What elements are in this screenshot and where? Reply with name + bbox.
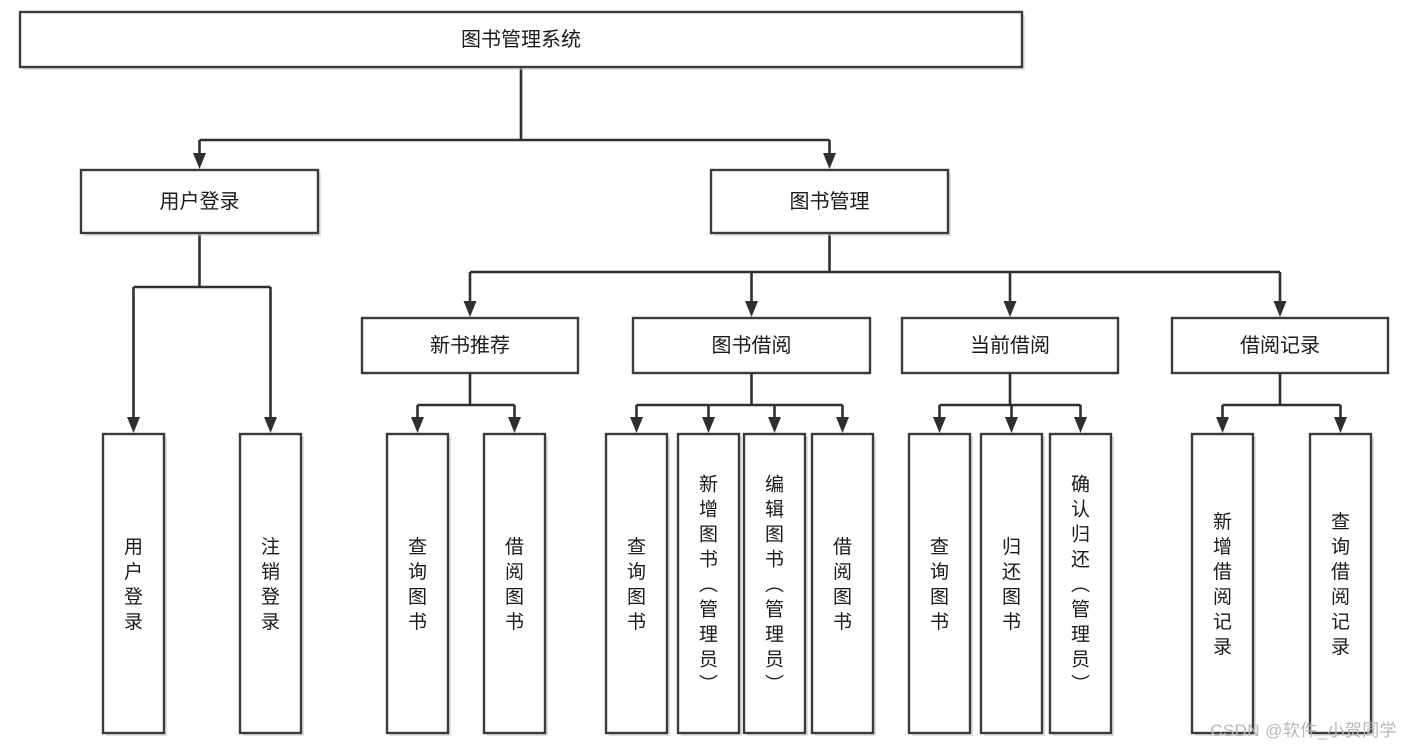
- connector-group-user-login: [127, 233, 277, 433]
- node-borrow-record[interactable]: 借阅记录: [1170, 316, 1390, 375]
- node-rect[interactable]: [1308, 432, 1373, 735]
- node-label: 当前借阅: [970, 334, 1050, 357]
- connector-group-current-borrow: [933, 373, 1087, 433]
- node-label: 图书借阅: [712, 334, 792, 357]
- node-rect[interactable]: [482, 432, 547, 735]
- node-rect[interactable]: [631, 316, 872, 375]
- node-rect[interactable]: [18, 10, 1024, 69]
- node-rect[interactable]: [360, 316, 580, 375]
- node-label: 用户登录: [160, 190, 240, 213]
- node-leaf-return-book[interactable]: 归还图书: [979, 432, 1045, 736]
- node-label: 查询借阅记录: [1331, 511, 1350, 658]
- connector-group-book-manage: [463, 233, 1287, 317]
- connector-group-book-borrow: [630, 373, 849, 433]
- node-leaf-query-book-2[interactable]: 查询图书: [604, 432, 670, 736]
- node-rect[interactable]: [238, 432, 303, 735]
- node-leaf-user-logout[interactable]: 注销登录: [238, 432, 304, 736]
- node-rect[interactable]: [604, 432, 669, 735]
- node-book-manage[interactable]: 图书管理: [709, 168, 951, 236]
- node-rect[interactable]: [907, 432, 972, 735]
- node-label: 图书管理: [790, 190, 870, 213]
- node-rect[interactable]: [79, 168, 320, 235]
- node-rect[interactable]: [709, 168, 950, 235]
- node-rect[interactable]: [1048, 432, 1113, 735]
- node-label: 查询图书: [408, 536, 427, 633]
- connector-group-root: [193, 67, 836, 169]
- node-label: 注销登录: [261, 536, 280, 633]
- node-root[interactable]: 图书管理系统: [18, 10, 1025, 70]
- node-rect[interactable]: [810, 432, 875, 735]
- node-rect[interactable]: [1190, 432, 1255, 735]
- node-leaf-user-login[interactable]: 用户登录: [101, 432, 167, 736]
- node-leaf-query-book-1[interactable]: 查询图书: [385, 432, 451, 736]
- node-label: 借阅记录: [1240, 334, 1320, 357]
- node-label: 借阅图书: [505, 536, 524, 633]
- csdn-watermark: CSDN @软件_小贺同学: [1210, 721, 1397, 740]
- node-rect[interactable]: [1170, 316, 1390, 375]
- node-label: 确认归还︵管理员︶: [1071, 474, 1090, 696]
- node-label: 图书管理系统: [461, 28, 581, 51]
- node-label: 编辑图书︵管理员︶: [765, 474, 784, 696]
- node-current-borrow[interactable]: 当前借阅: [900, 316, 1120, 375]
- node-label: 归还图书: [1002, 536, 1021, 633]
- node-label: 新书推荐: [430, 334, 510, 357]
- node-rect[interactable]: [385, 432, 450, 735]
- node-rect[interactable]: [676, 432, 741, 735]
- node-leaf-query-book-3[interactable]: 查询图书: [907, 432, 973, 736]
- node-leaf-borrow-book-2[interactable]: 借阅图书: [810, 432, 876, 736]
- node-leaf-add-record[interactable]: 新增借阅记录: [1190, 432, 1256, 736]
- node-rect[interactable]: [979, 432, 1044, 735]
- node-label: 新增图书︵管理员︶: [699, 474, 718, 696]
- node-leaf-add-book[interactable]: 新增图书︵管理员︶: [676, 432, 742, 736]
- node-rect[interactable]: [900, 316, 1120, 375]
- node-new-book-recommend[interactable]: 新书推荐: [360, 316, 580, 375]
- node-leaf-query-record[interactable]: 查询借阅记录: [1308, 432, 1374, 736]
- node-rect[interactable]: [101, 432, 166, 735]
- node-layer: 图书管理系统用户登录图书管理新书推荐图书借阅当前借阅借阅记录用户登录注销登录查询…: [18, 10, 1390, 736]
- node-label: 查询图书: [930, 536, 949, 633]
- connector-group-borrow-record: [1216, 373, 1347, 433]
- node-label: 新增借阅记录: [1213, 511, 1232, 658]
- node-user-login[interactable]: 用户登录: [79, 168, 321, 236]
- node-leaf-borrow-book-1[interactable]: 借阅图书: [482, 432, 548, 736]
- node-label: 查询图书: [627, 536, 646, 633]
- node-leaf-edit-book[interactable]: 编辑图书︵管理员︶: [742, 432, 808, 736]
- connector-layer: [127, 67, 1347, 433]
- node-book-borrow[interactable]: 图书借阅: [631, 316, 872, 375]
- node-label: 用户登录: [124, 537, 143, 633]
- node-leaf-confirm-return[interactable]: 确认归还︵管理员︶: [1048, 432, 1114, 736]
- connector-group-new-book-recommend: [411, 373, 521, 433]
- node-label: 借阅图书: [833, 536, 852, 633]
- node-rect[interactable]: [742, 432, 807, 735]
